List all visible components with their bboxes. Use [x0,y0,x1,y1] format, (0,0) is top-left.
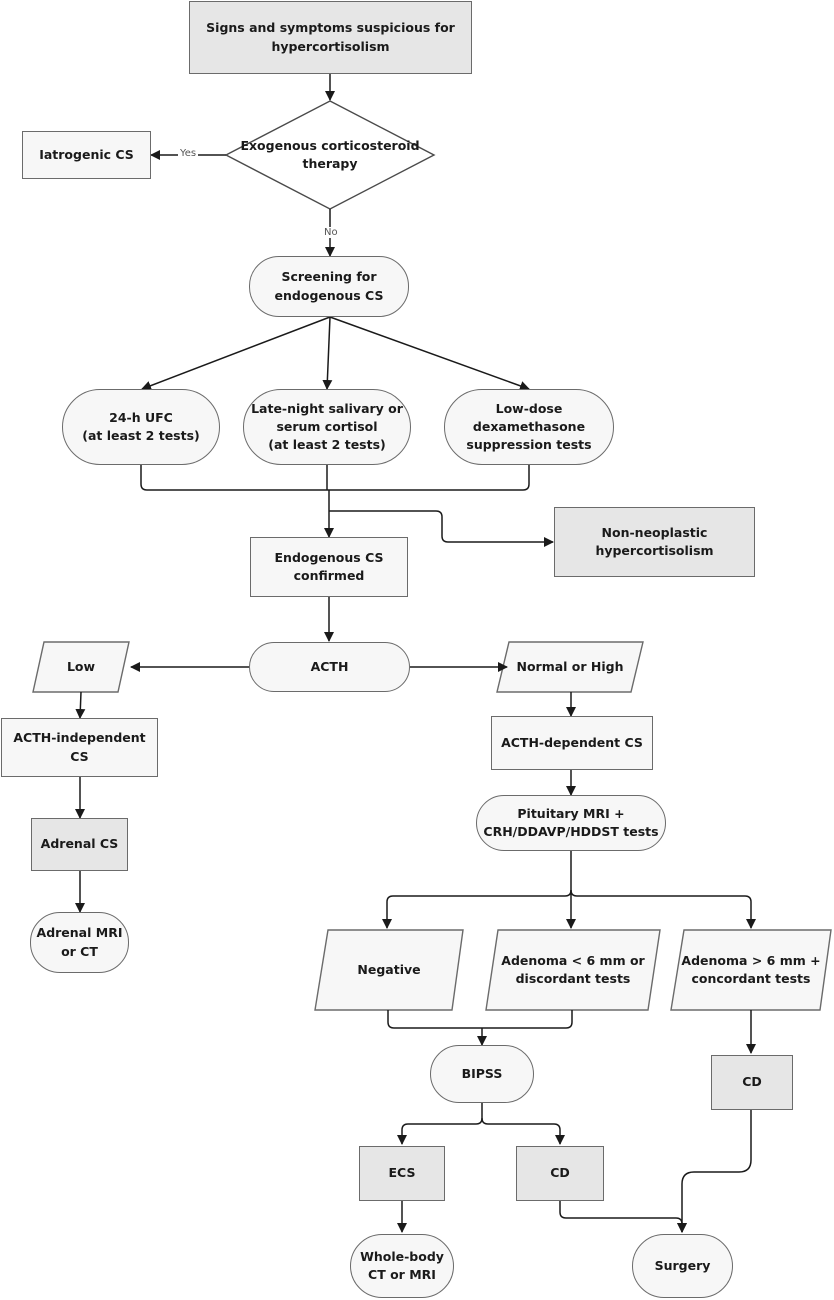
edge-branch-ecs [397,1117,483,1145]
edge-negative-bipss [387,1010,573,1029]
edge-ufc-merge [140,465,530,491]
node-late-night-cortisol: Late-night salivary or serum cortisol (a… [243,389,411,465]
node-whole-body-ct-mri: Whole-body CT or MRI [350,1234,454,1298]
negative-parallelogram-shape [314,929,464,1011]
node-negative: Negative [357,961,421,977]
node-iatrogenic-cs: Iatrogenic CS [22,131,151,179]
edge-cdmid-surgery [559,1201,687,1233]
node-cd-right: CD [711,1055,793,1110]
edge-screening-salivary [322,316,333,390]
node-signs-symptoms: Signs and symptoms suspicious for hyperc… [189,1,472,74]
edge-branch-negative [382,889,572,929]
node-cd-middle: CD [516,1146,604,1201]
edge-low-acthindep [75,691,86,719]
edge-cdright-surgery [677,1110,752,1233]
node-low: Low [66,658,96,674]
node-acth-independent: ACTH-independent CS [1,718,158,777]
node-adenoma-small: Adenoma < 6 mm or discordant tests [501,952,645,986]
normalhigh-parallelogram-shape [496,641,644,693]
node-bipss: BIPSS [430,1045,534,1103]
node-adrenal-cs: Adrenal CS [31,818,128,871]
node-ecs: ECS [359,1146,445,1201]
edge-label-yes: Yes [178,148,199,159]
edge-merge-nonneoplastic [329,510,554,547]
adenoma-large-parallelogram-shape [670,929,832,1011]
adenoma-small-parallelogram-shape [485,929,661,1011]
node-adrenal-mri-ct: Adrenal MRI or CT [30,912,129,973]
edge-screening-lowdose [329,316,530,391]
node-endogenous-confirmed: Endogenous CS confirmed [250,537,408,597]
edge-screening-ufc [141,316,331,391]
node-acth: ACTH [249,642,410,692]
node-screening: Screening for endogenous CS [249,256,409,317]
node-pituitary-mri: Pituitary MRI + CRH/DDAVP/HDDST tests [476,795,666,851]
node-low-dose-dexamethasone: Low-dose dexamethasone suppression tests [444,389,614,465]
edge-label-no: No [322,227,340,238]
node-acth-dependent: ACTH-dependent CS [491,716,653,770]
node-normal-or-high: Normal or High [516,658,624,674]
node-surgery: Surgery [632,1234,733,1298]
node-24h-ufc: 24-h UFC (at least 2 tests) [62,389,220,465]
node-non-neoplastic: Non-neoplastic hypercortisolism [554,507,755,577]
node-adenoma-large: Adenoma > 6 mm + concordant tests [681,952,821,986]
low-parallelogram-shape [32,641,130,693]
edge-branch-cdmid [481,1117,565,1145]
edge-branch-adenomalarge [570,889,756,929]
node-exogenous-therapy: Exogenous corticosteroid therapy [240,137,420,171]
